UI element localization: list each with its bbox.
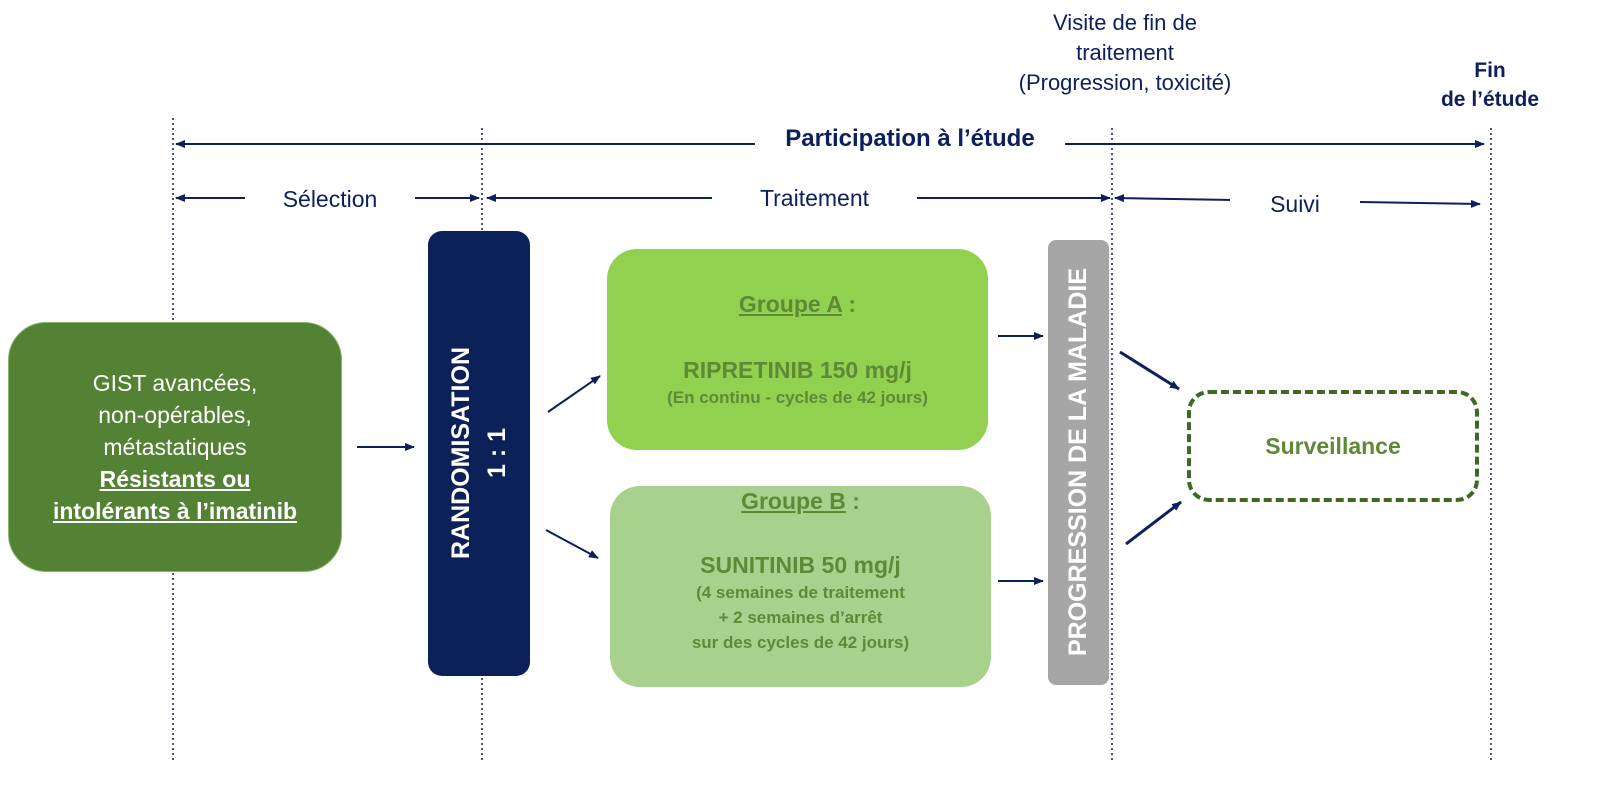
- group-b-drug: SUNITINIB 50 mg/j: [700, 552, 901, 578]
- group-a-title: Groupe A :: [739, 289, 856, 319]
- group-a-detail: (En continu - cycles de 42 jours): [667, 388, 928, 407]
- progression-to-surveillance-lower-arrow: [1125, 500, 1182, 546]
- population-line: non-opérables,: [98, 402, 252, 428]
- selection-phase-label: Sélection: [245, 184, 415, 214]
- surveillance-label: Surveillance: [1265, 432, 1401, 459]
- group-b-detail: (4 semaines de traitement: [696, 583, 905, 602]
- end-of-study-line: de l’étude: [1440, 88, 1540, 111]
- group-b-title-text: Groupe B: [741, 488, 846, 514]
- participation-label: Participation à l’étude: [755, 124, 1065, 154]
- group-a-box: Groupe A : RIPRETINIB 150 mg/j (En conti…: [607, 249, 988, 450]
- end-of-treatment-visit-note: Visite de fin de traitement (Progression…: [1010, 8, 1240, 98]
- randomisation-text: RANDOMISATION 1 : 1: [443, 233, 515, 673]
- group-b-box: Groupe B : SUNITINIB 50 mg/j (4 semaines…: [610, 486, 991, 687]
- group-b-detail: + 2 semaines d’arrêt: [718, 608, 883, 627]
- group-a-drug: RIPRETINIB 150 mg/j: [683, 357, 912, 383]
- treatment-phase-label: Traitement: [712, 183, 917, 213]
- surveillance-box: Surveillance: [1187, 390, 1479, 502]
- disease-progression-label: PROGRESSION DE LA MALADIE: [1064, 268, 1092, 656]
- disease-progression-bar: PROGRESSION DE LA MALADIE: [1048, 240, 1109, 685]
- randomisation-bar: RANDOMISATION 1 : 1: [428, 231, 530, 676]
- end-of-study-label: Fin de l’étude: [1425, 56, 1555, 114]
- population-box: GIST avancées, non-opérables, métastatiq…: [8, 322, 342, 572]
- randomisation-label: RANDOMISATION: [447, 346, 475, 560]
- group-b-detail: sur des cycles de 42 jours): [691, 633, 910, 652]
- visit-note-line: Visite de fin de: [1053, 10, 1197, 35]
- randomisation-to-group-a-arrow: [547, 375, 601, 413]
- visit-note-line: (Progression, toxicité): [1018, 70, 1232, 95]
- group-a-title-suffix: :: [842, 291, 857, 317]
- group-a-title-text: Groupe A: [738, 291, 842, 317]
- progression-to-surveillance-upper-arrow: [1119, 350, 1180, 391]
- population-emphasis-line: Résistants ou: [99, 466, 251, 492]
- randomisation-ratio: 1 : 1: [483, 427, 511, 479]
- follow-up-phase-label: Suivi: [1230, 189, 1360, 219]
- group-b-title: Groupe B :: [741, 486, 860, 516]
- population-emphasis-line: intolérants à l’imatinib: [52, 498, 298, 524]
- population-line: GIST avancées,: [92, 370, 258, 396]
- end-of-study-line: Fin: [1474, 59, 1506, 82]
- randomisation-to-group-b-arrow: [545, 529, 599, 559]
- group-b-title-suffix: :: [845, 488, 860, 514]
- population-line: métastatiques: [103, 434, 247, 460]
- visit-note-line: traitement: [1076, 40, 1174, 65]
